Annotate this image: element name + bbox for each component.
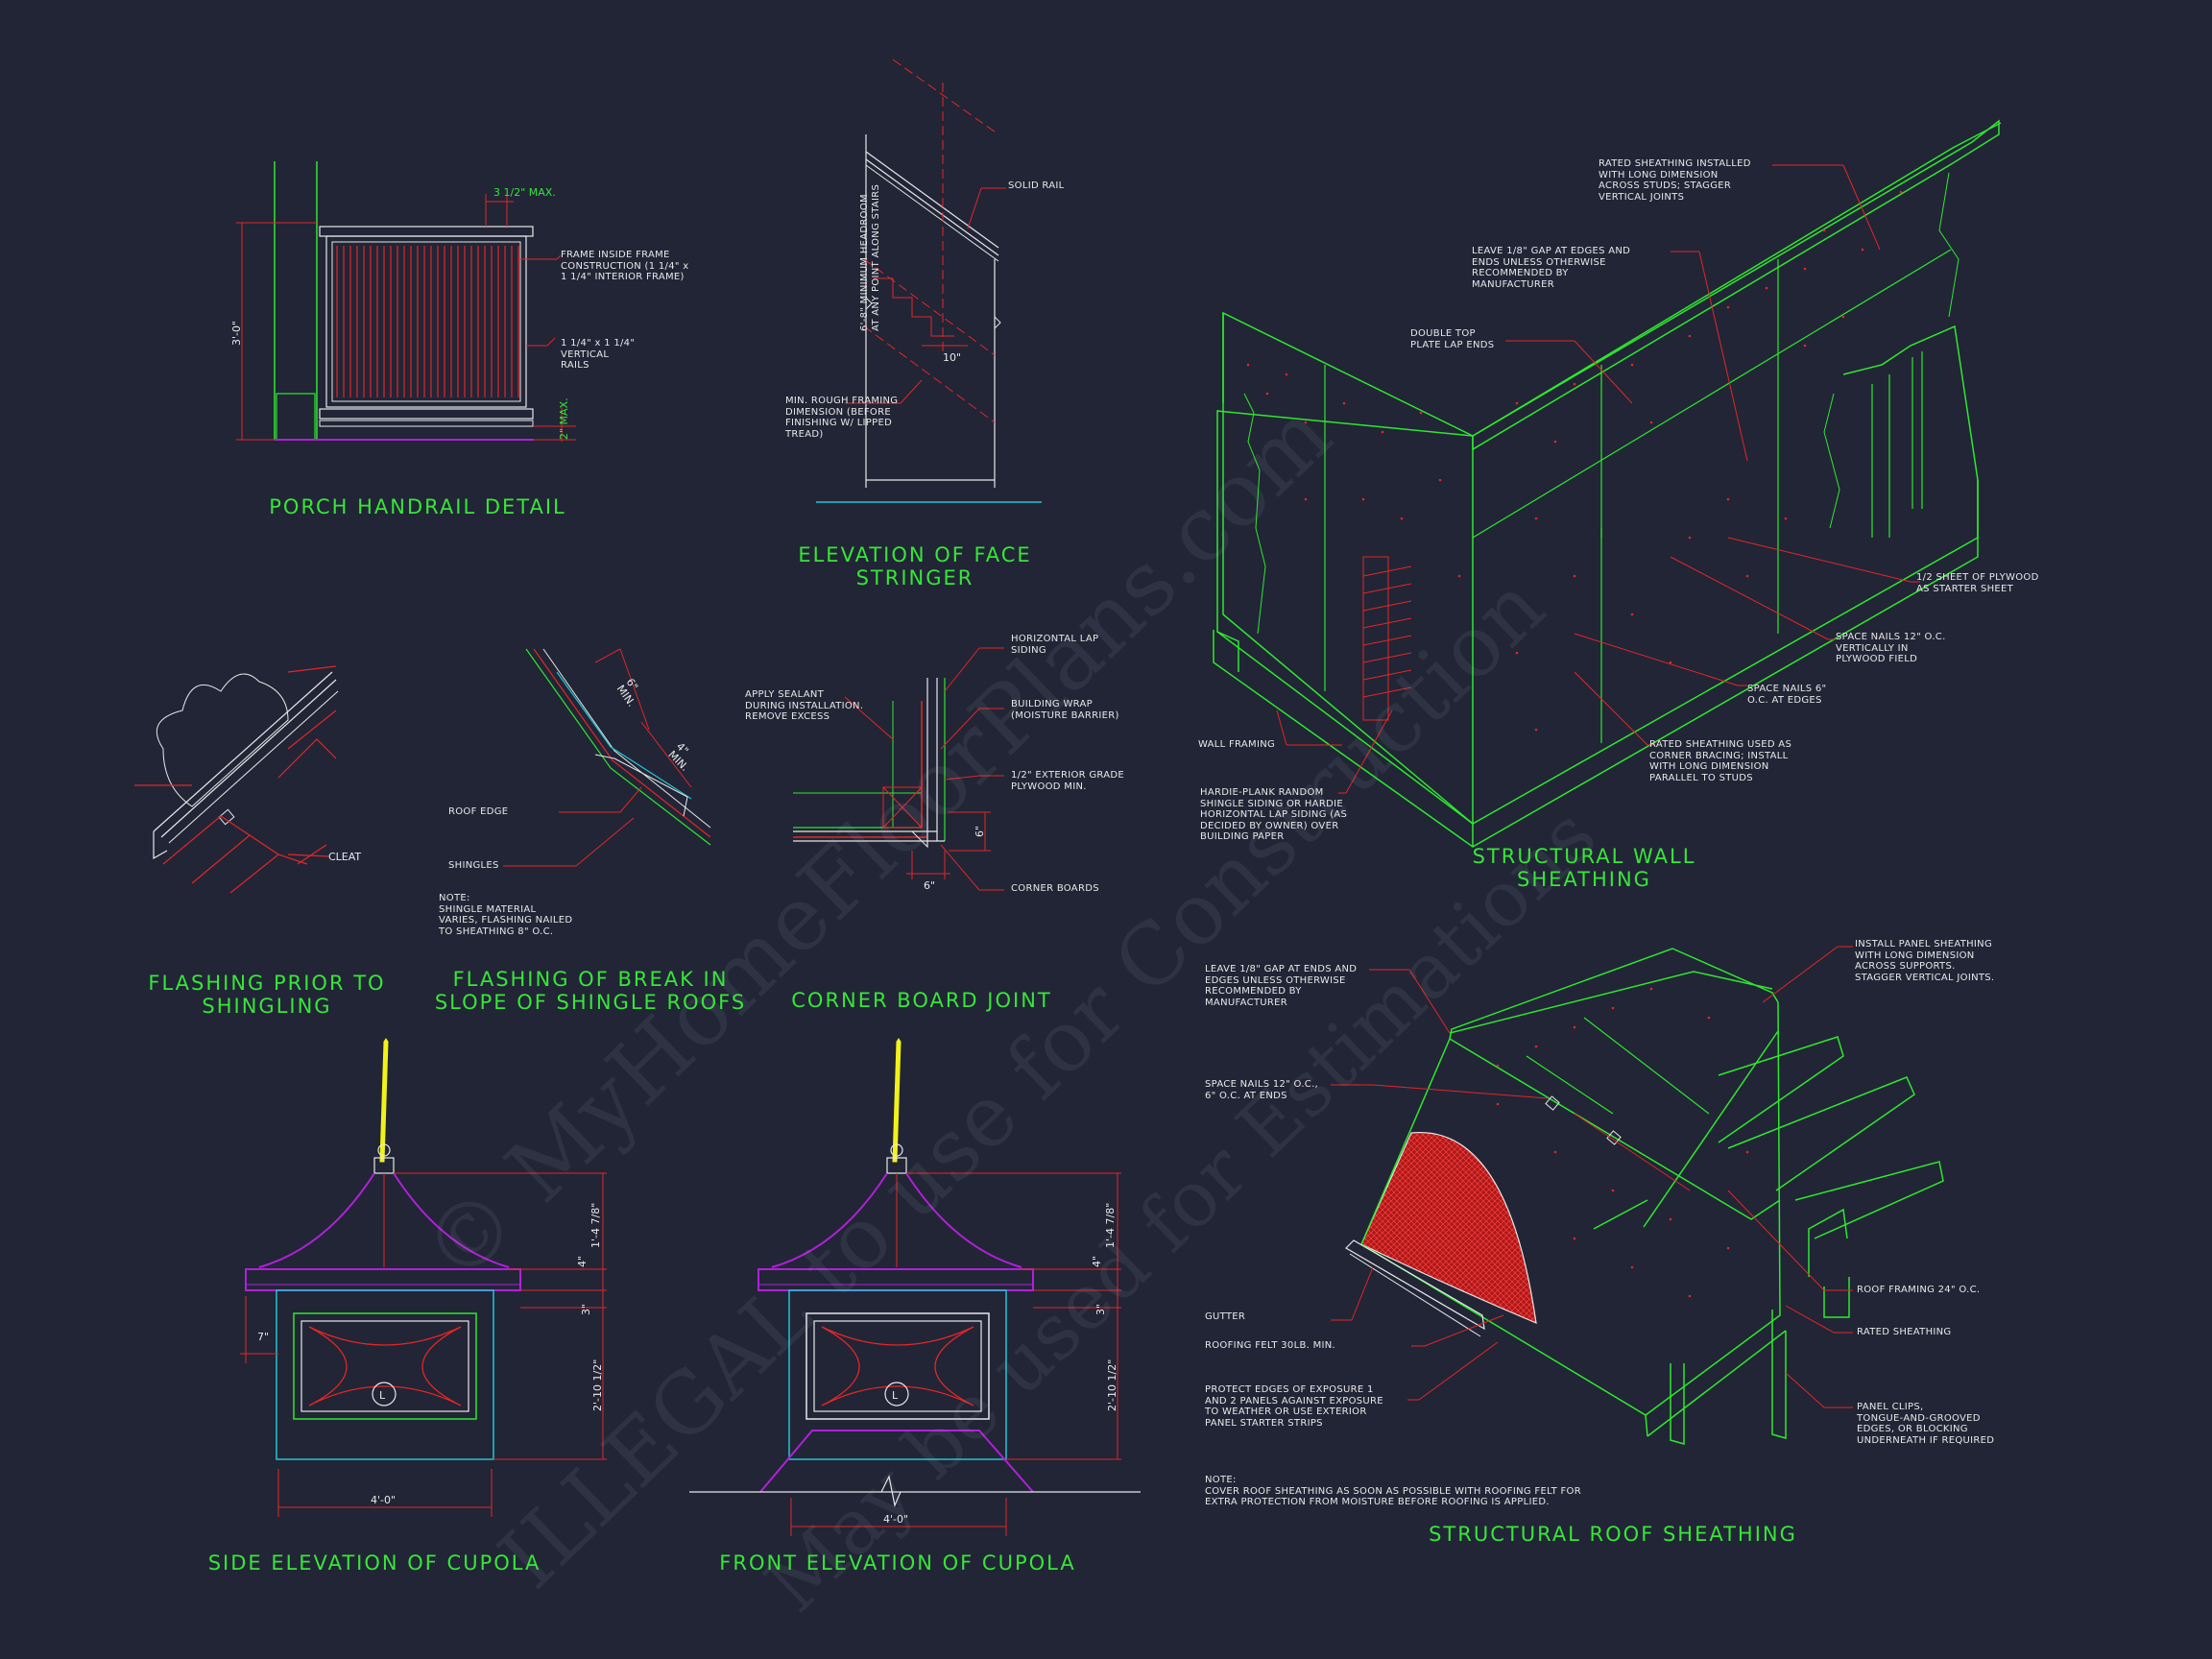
note-corner-sealant: APPLY SEALANT DURING INSTALLATION. REMOV…: [745, 689, 864, 722]
note-flashing-shingles: SHINGLES: [448, 860, 499, 871]
cupola-side-drawing: L 1'-4 7/8" 4" 3" 2'-10 1/2" 4'-0" 7": [240, 1038, 607, 1517]
title-cupola-side: SIDE ELEVATION OF CUPOLA: [207, 1551, 541, 1575]
note-wall-nails-edges: SPACE NAILS 6" O.C. AT EDGES: [1747, 684, 1827, 706]
cupola-side-dim-width: 4'-0": [371, 1494, 396, 1506]
handrail-vertical-rails: [336, 246, 519, 397]
note-wall-nails-field: SPACE NAILS 12" O.C. VERTICALLY IN PLYWO…: [1836, 632, 1946, 664]
flashing-dim-4: 4"MIN.: [665, 740, 699, 774]
roofing-felt-area: [1360, 1131, 1537, 1324]
title-porch-handrail: PORCH HANDRAIL DETAIL: [269, 495, 566, 518]
flashing-prior-drawing: CLEAT: [134, 665, 361, 894]
note-roof-protect: PROTECT EDGES OF EXPOSURE 1 AND 2 PANELS…: [1205, 1384, 1383, 1429]
cupola-side-dim-overhang: 7": [257, 1331, 269, 1343]
note-roof-rated: RATED SHEATHING: [1857, 1327, 1952, 1337]
note-wall-framing: WALL FRAMING: [1198, 739, 1276, 750]
title-corner-board: CORNER BOARD JOINT: [791, 989, 1052, 1012]
note-roof-nails: SPACE NAILS 12" O.C., 6" O.C. AT ENDS: [1205, 1079, 1319, 1101]
note-corner-lap: HORIZONTAL LAP SIDING: [1011, 634, 1099, 656]
title-flashing-prior: FLASHING PRIOR TO SHINGLING: [148, 972, 386, 1018]
note-wall-plate: DOUBLE TOP PLATE LAP ENDS: [1410, 328, 1495, 350]
cupola-front-dim-eave: 4": [1091, 1256, 1103, 1267]
note-roof-framing: ROOF FRAMING 24" O.C.: [1857, 1285, 1981, 1295]
cupola-side-dim-eave: 4": [576, 1256, 589, 1267]
note-roof-gap: LEAVE 1/8" GAP AT ENDS AND EDGES UNLESS …: [1205, 964, 1358, 1008]
flashing-break-drawing: 6"MIN. 4"MIN.: [503, 648, 711, 867]
note-handrail-rails: 1 1/4" x 1 1/4" VERTICAL RAILS: [561, 338, 636, 371]
note-stringer-framing: MIN. ROUGH FRAMING DIMENSION (BEFORE FIN…: [785, 396, 899, 440]
cupola-front-dim-band: 3": [1094, 1304, 1107, 1315]
cupola-side-dim-roof: 1'-4 7/8": [589, 1203, 602, 1248]
cupola-front-drawing: L 1'-4 7/8" 4" 3" 2'-10 1/2" 4'-0": [689, 1038, 1141, 1536]
cupola-side-dim-body: 2'-10 1/2": [591, 1359, 604, 1411]
note-roof-install: INSTALL PANEL SHEATHING WITH LONG DIMENS…: [1855, 939, 1995, 983]
note-roof-felt: ROOFING FELT 30LB. MIN.: [1205, 1340, 1336, 1351]
note-roof-gutter: GUTTER: [1205, 1311, 1246, 1322]
note-corner-wrap: BUILDING WRAP (MOISTURE BARRIER): [1011, 699, 1119, 721]
corner-dim-6b: 6": [924, 879, 935, 892]
cupola-front-dim-width: 4'-0": [883, 1513, 908, 1526]
title-face-stringer: ELEVATION OF FACE STRINGER: [798, 543, 1032, 589]
note-stringer-solid-rail: SOLID RAIL: [1008, 180, 1065, 191]
cupola-side-dim-band: 3": [580, 1304, 592, 1315]
cupola-front-dim-body: 2'-10 1/2": [1106, 1359, 1118, 1411]
note-wall-hardie: HARDIE-PLANK RANDOM SHINGLE SIDING OR HA…: [1200, 787, 1348, 842]
note-roof-cover: NOTE: COVER ROOF SHEATHING AS SOON AS PO…: [1205, 1475, 1581, 1507]
note-wall-starter: 1/2 SHEET OF PLYWOOD AS STARTER SHEET: [1916, 572, 2039, 594]
corner-board-drawing: 6" 6": [793, 647, 1004, 892]
handrail-dim-height: 3'-0": [230, 321, 243, 346]
note-corner-boards: CORNER BOARDS: [1011, 883, 1099, 894]
note-corner-plywood: 1/2" EXTERIOR GRADE PLYWOOD MIN.: [1011, 770, 1125, 792]
handrail-dim-bottom: 2" MAX.: [558, 397, 570, 440]
roof-sheathing-drawing: [1331, 946, 1944, 1445]
note-wall-rated: RATED SHEATHING INSTALLED WITH LONG DIME…: [1599, 158, 1751, 203]
cupola-side-badge: L: [379, 1389, 386, 1402]
title-roof-sheathing: STRUCTURAL ROOF SHEATHING: [1429, 1523, 1797, 1546]
stringer-dim-tread: 10": [943, 351, 961, 364]
note-roof-clips: PANEL CLIPS, TONGUE-AND-GROOVED EDGES, O…: [1857, 1402, 1995, 1446]
cupola-front-badge: L: [892, 1389, 899, 1402]
flashing-dim-6: 6"MIN.: [614, 676, 648, 709]
title-cupola-front: FRONT ELEVATION OF CUPOLA: [719, 1551, 1076, 1575]
note-wall-gap: LEAVE 1/8" GAP AT EDGES AND ENDS UNLESS …: [1472, 246, 1631, 290]
title-wall-sheathing: STRUCTURAL WALL SHEATHING: [1472, 845, 1696, 891]
handrail-dim-top: 3 1/2" MAX.: [493, 186, 556, 199]
wall-sheathing-drawing: [1213, 119, 2002, 848]
note-stringer-headroom: 6'-8" MINIMUM HEADROOM AT ANY POINT ALON…: [859, 183, 881, 331]
note-wall-corner: RATED SHEATHING USED AS CORNER BRACING; …: [1649, 739, 1792, 783]
corner-dim-6a: 6": [974, 826, 986, 837]
porch-handrail-drawing: 3 1/2" MAX. 3'-0" 2" MAX.: [230, 161, 576, 442]
cupola-front-dim-roof: 1'-4 7/8": [1104, 1203, 1117, 1248]
title-flashing-break: FLASHING OF BREAK IN SLOPE OF SHINGLE RO…: [434, 968, 747, 1014]
face-stringer-drawing: 10": [816, 59, 1042, 503]
note-flashing-material: NOTE: SHINGLE MATERIAL VARIES, FLASHING …: [439, 893, 573, 937]
flashing-cleat-label: CLEAT: [328, 851, 361, 863]
note-handrail-frame: FRAME INSIDE FRAME CONSTRUCTION (1 1/4" …: [561, 250, 689, 282]
note-flashing-roof-edge: ROOF EDGE: [448, 806, 509, 817]
